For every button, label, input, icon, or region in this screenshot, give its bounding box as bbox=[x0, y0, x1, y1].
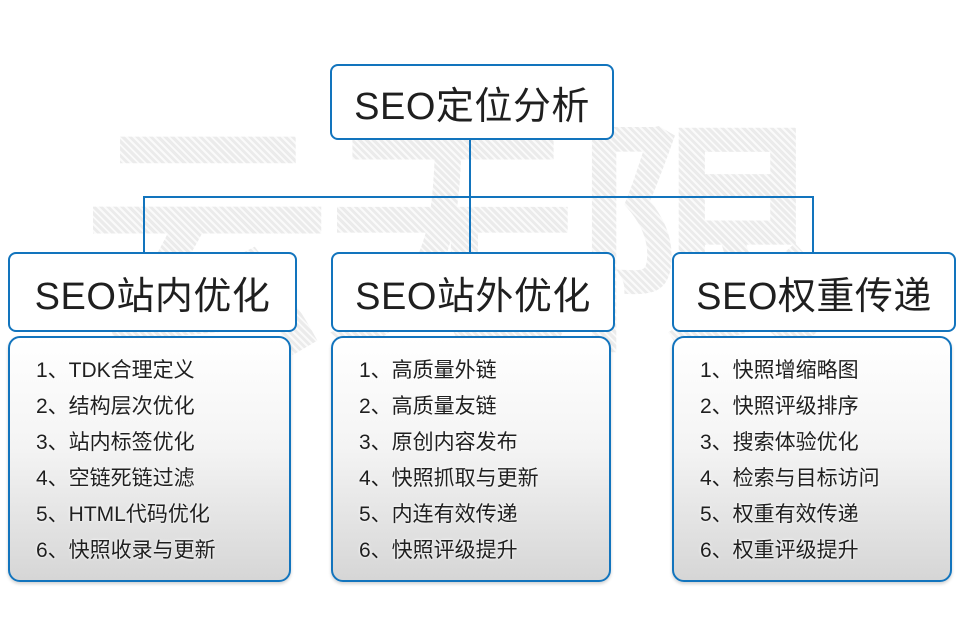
connector-middle-vertical bbox=[469, 197, 471, 253]
column-header-offsite: SEO站外优化 bbox=[331, 252, 615, 332]
list-box-onsite: 1、TDK合理定义 2、结构层次优化 3、站内标签优化 4、空链死链过滤 5、H… bbox=[8, 336, 291, 582]
connector-right-vertical bbox=[812, 197, 814, 253]
list-item: 2、快照评级排序 bbox=[700, 395, 859, 418]
list-item: 6、快照收录与更新 bbox=[36, 539, 216, 562]
list-item: 5、权重有效传递 bbox=[700, 503, 859, 526]
column-header-onsite: SEO站内优化 bbox=[8, 252, 297, 332]
column-header-title: SEO站外优化 bbox=[355, 275, 591, 318]
root-node-seo-positioning: SEO定位分析 bbox=[330, 64, 614, 140]
list-item: 5、内连有效传递 bbox=[359, 503, 518, 526]
list-item: 3、搜索体验优化 bbox=[700, 431, 859, 454]
list-box-weight-transfer: 1、快照增缩略图 2、快照评级排序 3、搜索体验优化 4、检索与目标访问 5、权… bbox=[672, 336, 952, 582]
column-header-title: SEO站内优化 bbox=[34, 275, 271, 318]
list-item: 2、高质量友链 bbox=[359, 395, 497, 418]
list-item: 3、原创内容发布 bbox=[359, 431, 518, 454]
list-item: 6、快照评级提升 bbox=[359, 539, 518, 562]
connector-root-vertical bbox=[469, 136, 471, 197]
list-item: 1、高质量外链 bbox=[359, 359, 497, 382]
root-node-title: SEO定位分析 bbox=[354, 85, 590, 128]
list-item: 4、快照抓取与更新 bbox=[359, 467, 539, 490]
list-item: 2、结构层次优化 bbox=[36, 395, 195, 418]
list-item: 4、检索与目标访问 bbox=[700, 467, 880, 490]
column-header-title: SEO权重传递 bbox=[696, 275, 932, 318]
list-item: 1、快照增缩略图 bbox=[700, 359, 859, 382]
list-item: 1、TDK合理定义 bbox=[36, 359, 195, 382]
column-header-weight-transfer: SEO权重传递 bbox=[672, 252, 956, 332]
connector-left-vertical bbox=[143, 197, 145, 253]
list-item: 5、HTML代码优化 bbox=[36, 503, 210, 526]
list-item: 6、权重评级提升 bbox=[700, 539, 859, 562]
list-item: 4、空链死链过滤 bbox=[36, 467, 195, 490]
list-item: 3、站内标签优化 bbox=[36, 431, 195, 454]
connector-horizontal bbox=[143, 196, 814, 198]
list-box-offsite: 1、高质量外链 2、高质量友链 3、原创内容发布 4、快照抓取与更新 5、内连有… bbox=[331, 336, 611, 582]
